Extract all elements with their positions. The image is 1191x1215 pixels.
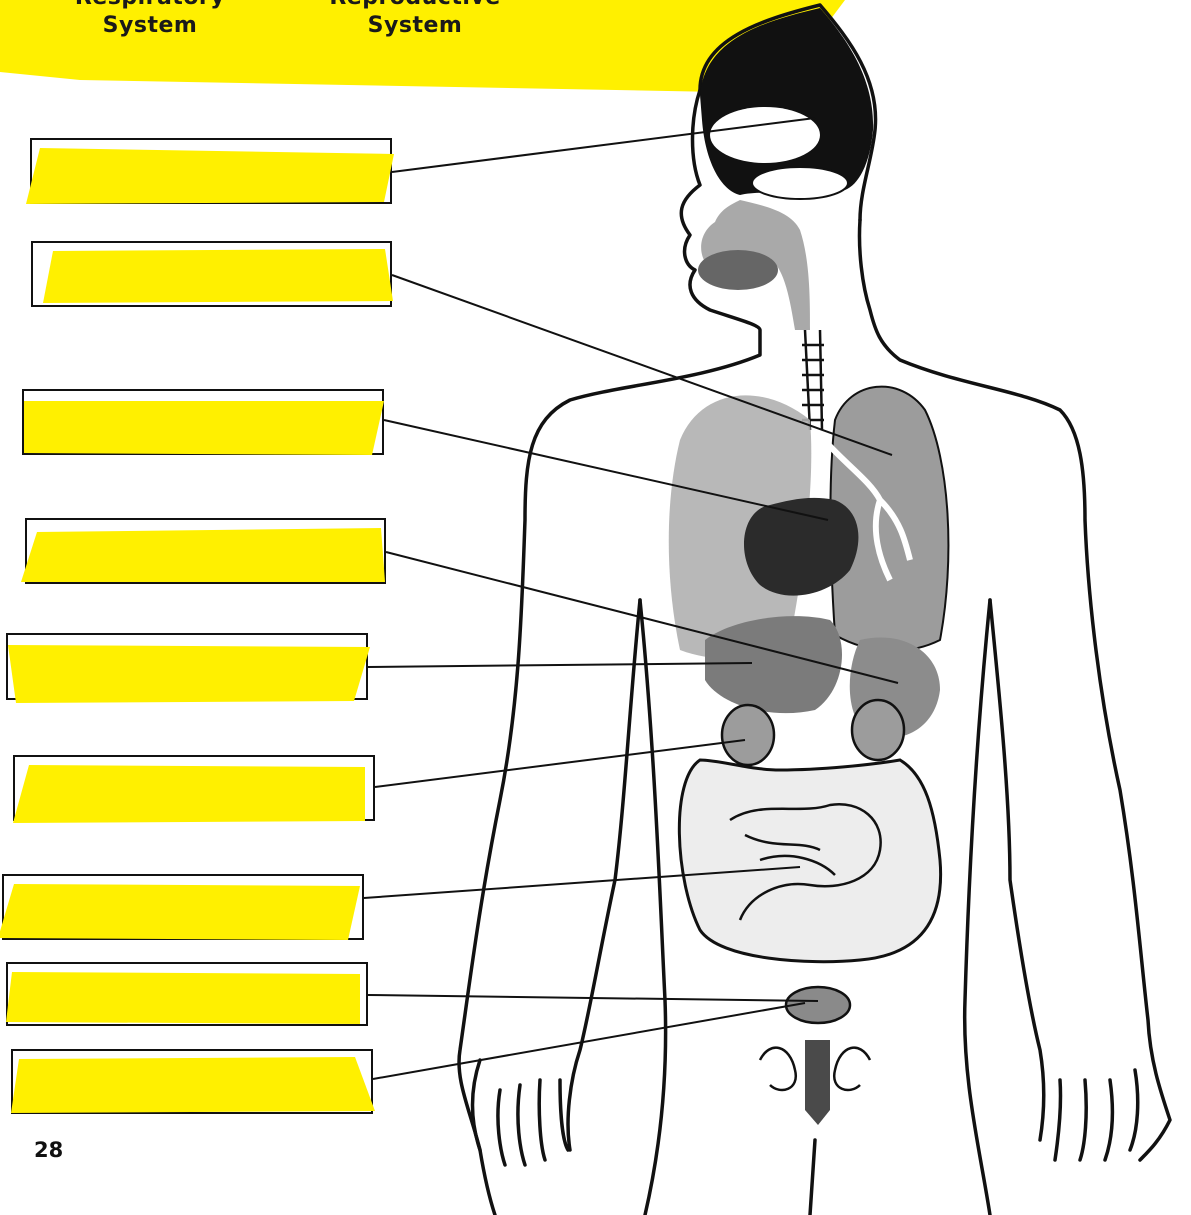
liver [705, 616, 842, 713]
genitals [805, 1040, 830, 1125]
label-box-lung[interactable] [22, 389, 384, 455]
label-box-mouth[interactable] [31, 241, 392, 307]
label-box-bladder[interactable] [6, 962, 368, 1026]
eye-white [710, 107, 820, 163]
label-box-intestines[interactable] [2, 874, 364, 940]
brain-shape [752, 167, 848, 199]
tongue [698, 250, 778, 290]
label-box-heart[interactable] [25, 518, 386, 584]
label-box-genitals[interactable] [11, 1049, 373, 1114]
page-number: 28 [34, 1138, 63, 1162]
left-kidney [722, 705, 774, 765]
right-kidney [852, 700, 904, 760]
label-box-brain[interactable] [30, 138, 392, 204]
label-box-kidney[interactable] [13, 755, 375, 821]
label-box-liver[interactable] [6, 633, 368, 700]
trachea [802, 330, 824, 430]
